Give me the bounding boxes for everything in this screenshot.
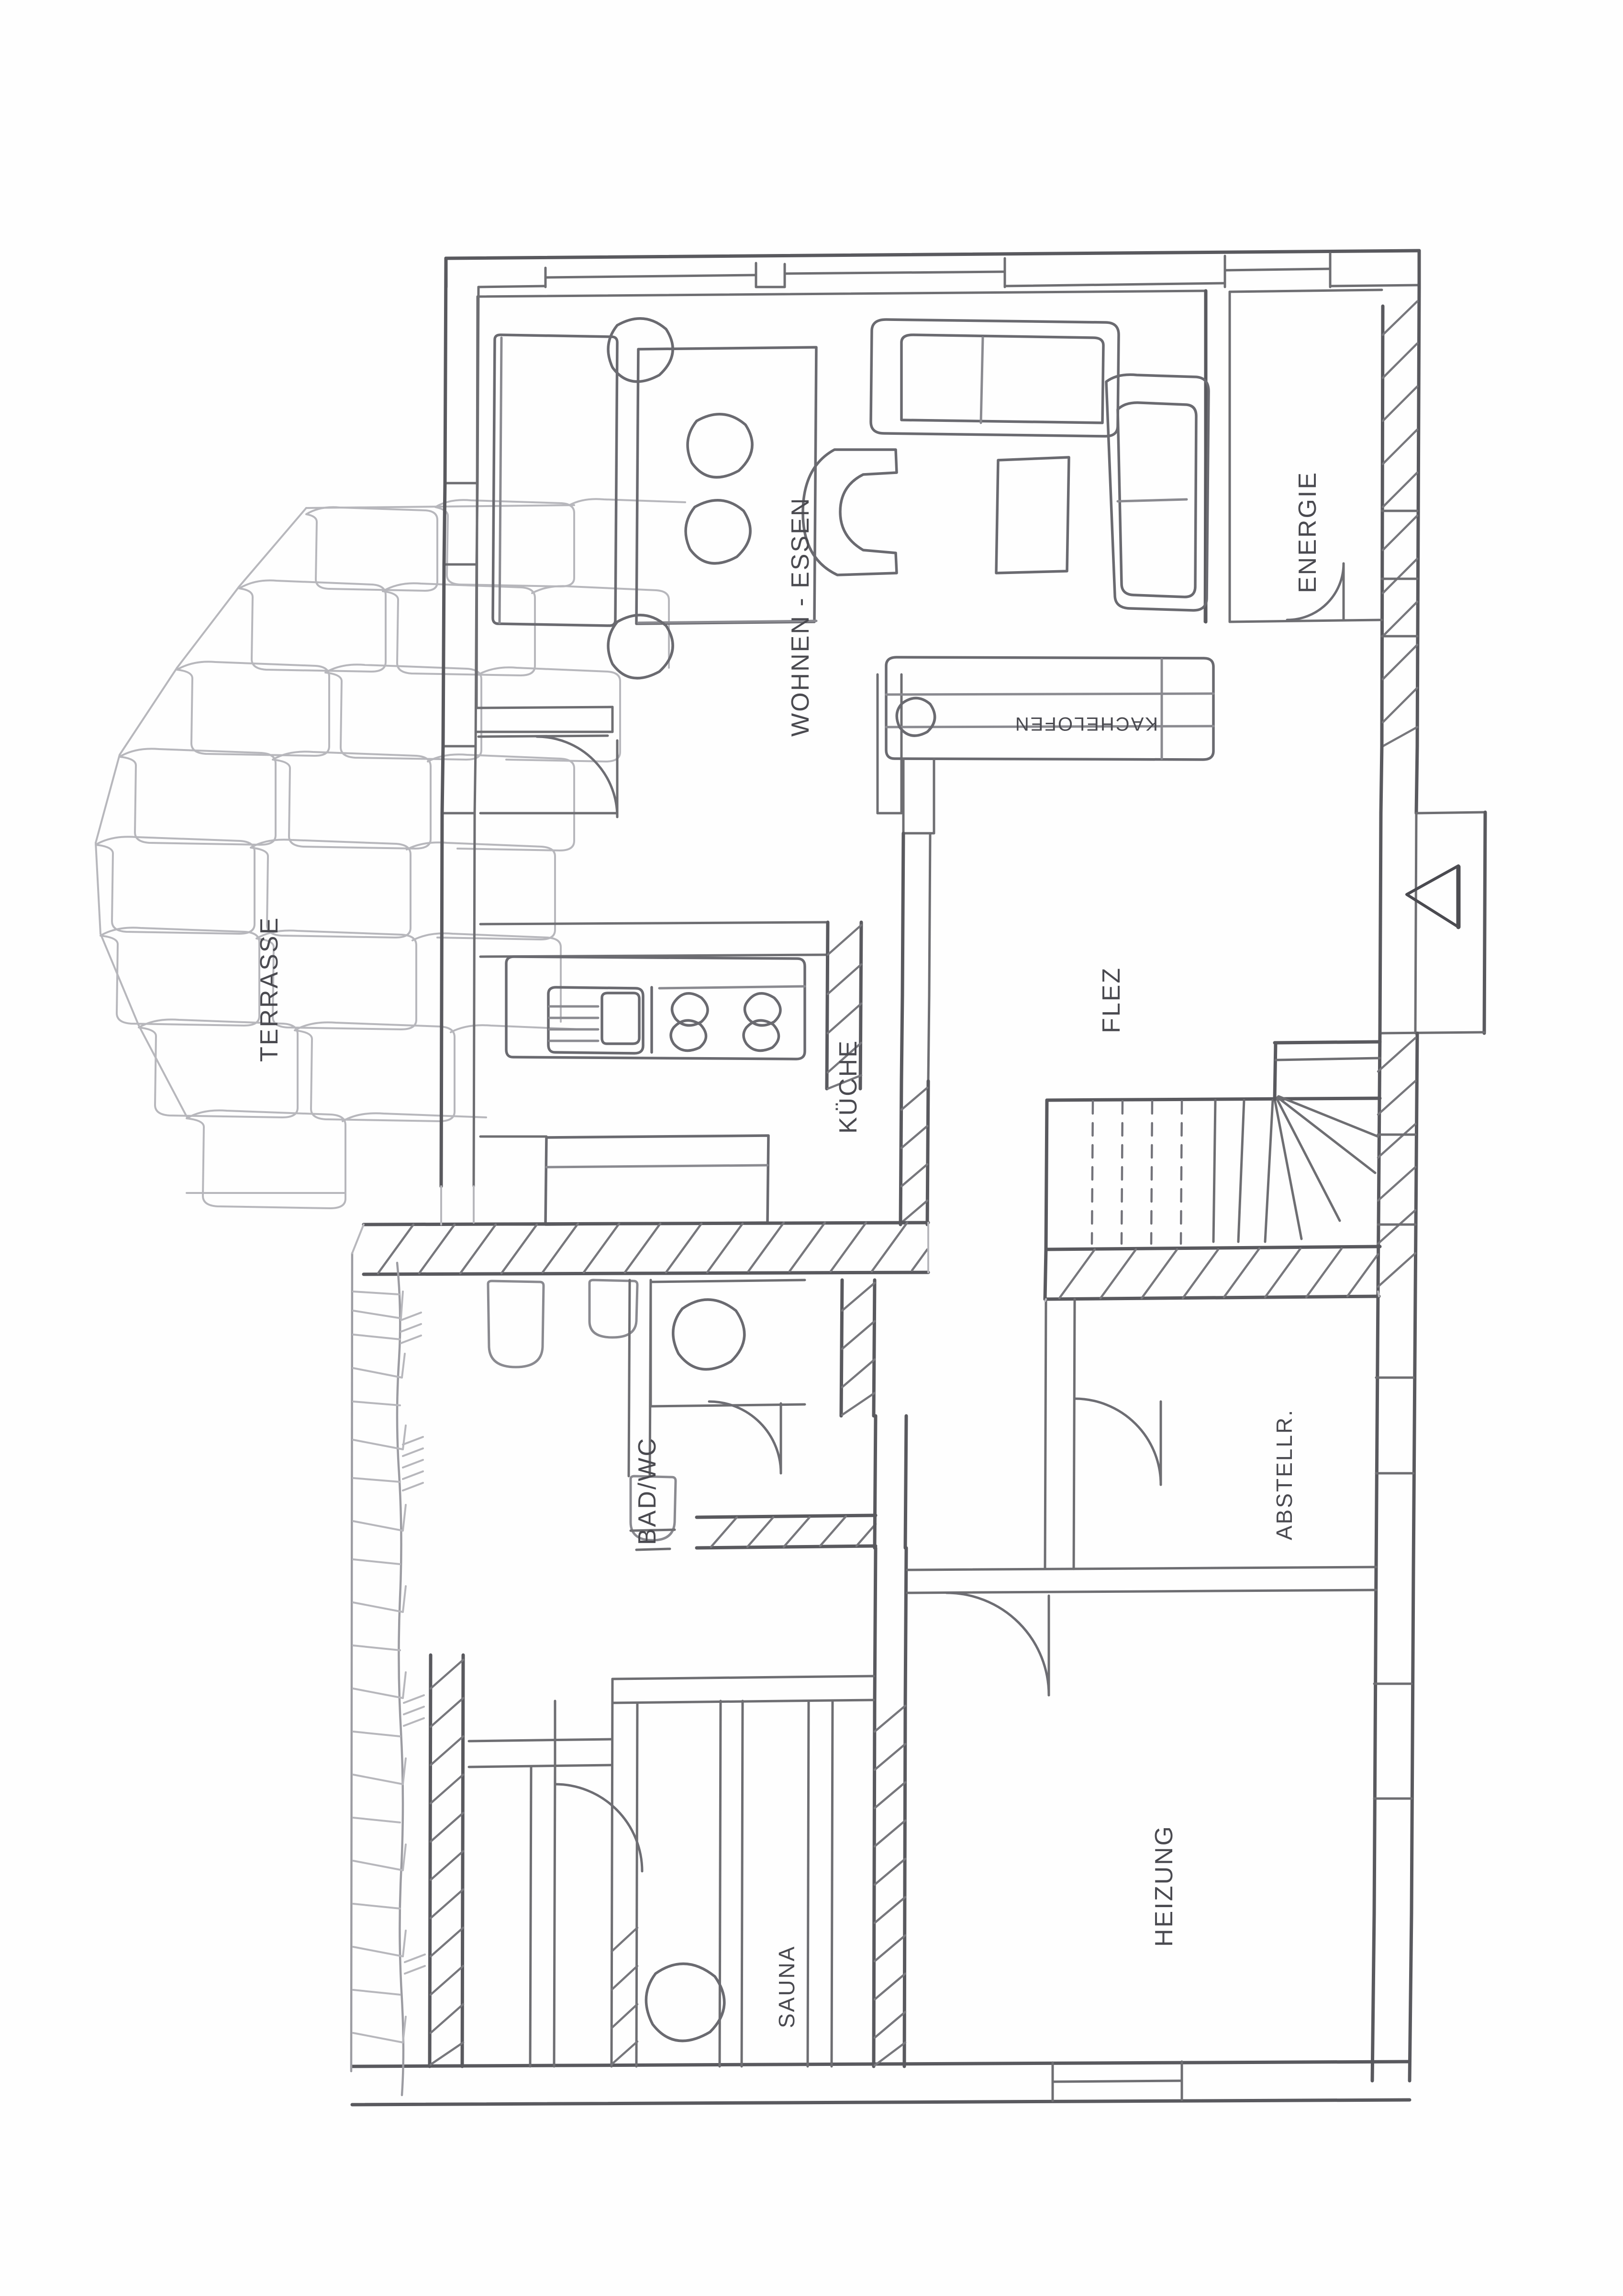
- room-bad-wc: BAD/WC: [487, 1278, 908, 1551]
- furniture-shower-tray: [645, 1962, 726, 2042]
- room-abstellr: ABSTELLR.: [1272, 1409, 1297, 1540]
- room-label-terrasse: TERRASSE: [256, 916, 283, 1062]
- wall-hatching-sauna-left: [610, 1926, 639, 2066]
- entrance-arrow-icon: [1405, 864, 1461, 929]
- winder-staircase: [1043, 1040, 1382, 1301]
- kueche-label-text: KÜCHE: [834, 1039, 862, 1134]
- kachelofen-label-text: KACHELOFEN: [1014, 713, 1158, 734]
- lower-floor-partitions: [872, 1298, 1378, 2068]
- furniture-coffee-table: [995, 456, 1070, 574]
- furniture-washbasin-a: [487, 1280, 545, 1369]
- stone-wall-courses: [352, 1291, 407, 2043]
- furniture-cooktop: [547, 986, 645, 1055]
- wall-hatching-bath-right: [841, 1281, 876, 1416]
- furniture-kitchen-table: [544, 1134, 770, 1226]
- upper-floor-outline: [439, 249, 1487, 2083]
- furniture-sofa: [869, 318, 1120, 438]
- bad-wc-label-text: BAD/WC: [634, 1437, 661, 1545]
- furniture-washbasin-b: [588, 1279, 639, 1339]
- room-energie: ENERGIE: [1228, 288, 1383, 623]
- stone-wall-texture: [400, 1312, 426, 1975]
- terrace-paving: [95, 498, 686, 1209]
- room-kueche: KÜCHE: [479, 920, 863, 1226]
- furniture-kitchen-counter: [505, 955, 806, 1060]
- mid-floor-wall: [362, 1221, 930, 1276]
- furniture-bathtub: [629, 1475, 677, 1551]
- terrasse-label-text: TERRASSE: [256, 916, 283, 1062]
- room-wohnen-essen: WOHNEN - ESSEN: [475, 289, 1231, 818]
- wall-hatching-right-mid: [1377, 1037, 1417, 1288]
- wall-hatching-mid: [377, 1221, 929, 1275]
- wall-hatching-hallway-left: [900, 1086, 929, 1224]
- stair-landing-hatching: [1058, 1247, 1379, 1300]
- furniture-dining-table: [635, 346, 818, 625]
- furniture-sideboard: [491, 333, 619, 627]
- flez-label-text: FLEZ: [1098, 967, 1125, 1033]
- room-flez: FLEZ: [899, 831, 1125, 1226]
- furniture-armchair-left: [801, 448, 898, 576]
- stair-treads-straight: [1090, 1100, 1183, 1245]
- furniture-armchair-right: [1105, 373, 1210, 612]
- room-heizung: HEIZUNG: [1150, 1825, 1178, 1947]
- stair-treads-winder: [1212, 1095, 1379, 1243]
- abstellr-label-text: ABSTELLR.: [1272, 1409, 1297, 1540]
- heizung-label-text: HEIZUNG: [1150, 1825, 1178, 1947]
- furniture-sink-double: [669, 992, 782, 1052]
- wohnen-essen-label-text: WOHNEN - ESSEN: [787, 497, 814, 737]
- energie-label-text: ENERGIE: [1294, 471, 1322, 593]
- wall-hatching-lower-center: [873, 1704, 907, 2067]
- wall-hatching-bath-bottom: [710, 1515, 877, 1548]
- wall-hatching-right-upper: [1381, 300, 1419, 748]
- sauna-label-text: SAUNA: [774, 1945, 799, 2028]
- construction-lines: [351, 1185, 1380, 1302]
- room-kachelofen: KACHELOFEN: [885, 656, 1215, 835]
- lower-floor-outline: [350, 1252, 1412, 2107]
- room-sauna: SAUNA: [467, 1675, 875, 2068]
- wall-hatching-lower-left: [429, 1658, 465, 2066]
- furniture-toilet: [649, 1279, 806, 1408]
- wall-hatching-kitchen-right: [826, 924, 863, 1090]
- furniture-dining-chairs: [607, 317, 754, 680]
